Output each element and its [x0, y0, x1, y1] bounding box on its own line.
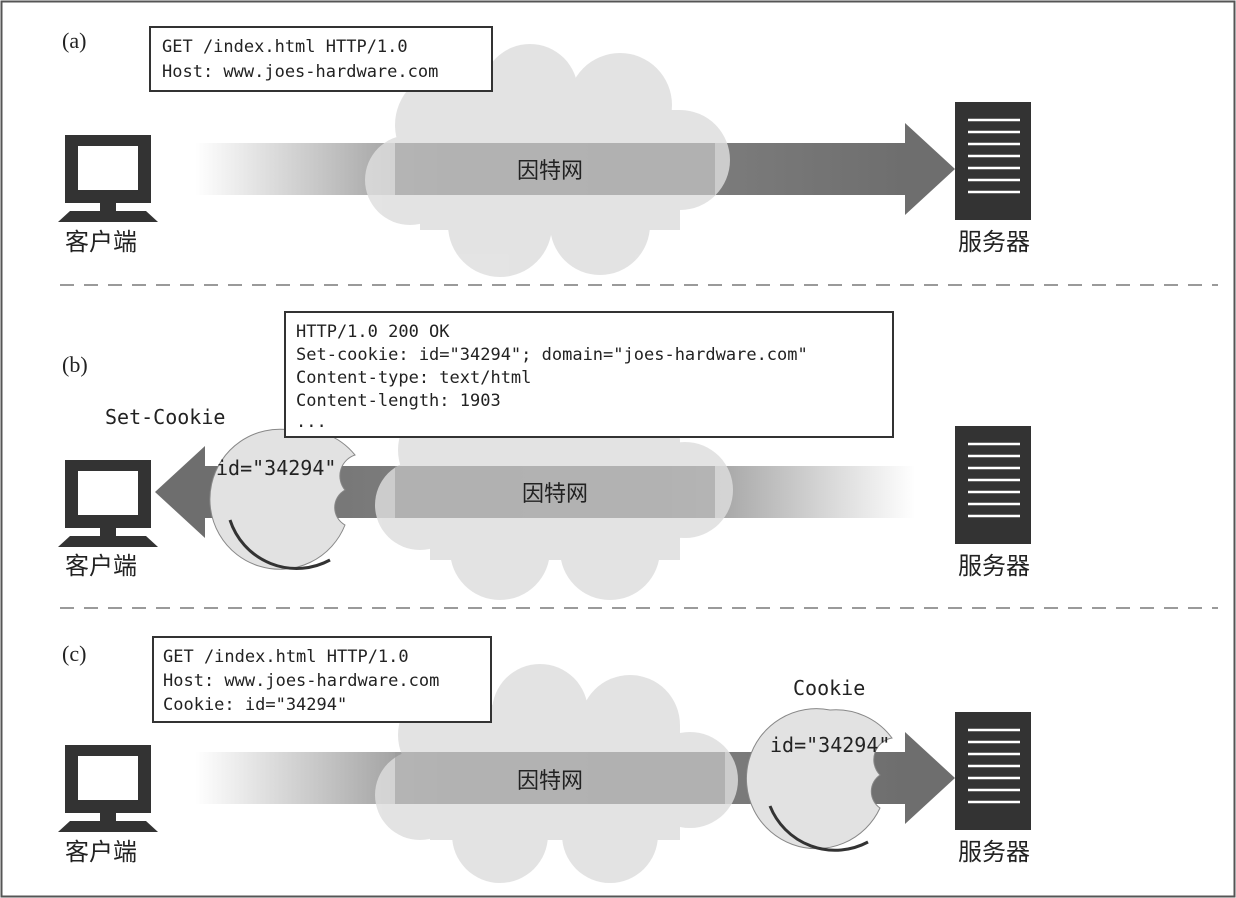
request-line-1: GET /index.html HTTP/1.0: [163, 647, 409, 667]
client-label: 客户端: [65, 228, 137, 256]
server-label: 服务器: [958, 228, 1030, 256]
server-label: 服务器: [958, 838, 1030, 866]
internet-label: 因特网: [517, 159, 583, 184]
internet-label: 因特网: [522, 482, 588, 507]
response-line-2: Set-cookie: id="34294"; domain="joes-har…: [296, 345, 808, 365]
client-computer-icon: [58, 745, 158, 832]
response-line-3: Content-type: text/html: [296, 368, 531, 388]
client-label: 客户端: [65, 838, 137, 866]
request-message-box: [152, 636, 492, 723]
cookie-icon: [745, 708, 893, 852]
client-computer-icon: [58, 135, 158, 222]
request-line-3: Cookie: id="34294": [163, 695, 347, 715]
client-computer-icon: [58, 460, 158, 547]
panel-label: (b): [62, 352, 88, 377]
response-line-5: ...: [296, 412, 327, 432]
panel-b: 因特网 Set-Cookie id="34294" 客户端: [58, 311, 1031, 600]
cookie-caption: Set-Cookie: [105, 405, 225, 429]
server-label: 服务器: [958, 552, 1030, 580]
server-icon: [955, 712, 1031, 830]
cookie-icon: [209, 428, 356, 570]
cookie-value: id="34294": [770, 733, 890, 757]
panel-c: 因特网 Cookie id="34294" 客户端: [58, 636, 1031, 883]
response-message-box: [284, 311, 894, 438]
response-line-1: HTTP/1.0 200 OK: [296, 322, 450, 342]
request-line-1: GET /index.html HTTP/1.0: [162, 37, 408, 57]
panel-label: (c): [62, 641, 86, 666]
panel-a: 因特网 客户端 服务器 (a) GET /index.ht: [58, 26, 1031, 277]
request-line-2: Host: www.joes-hardware.com: [162, 62, 438, 82]
request-line-2: Host: www.joes-hardware.com: [163, 671, 439, 691]
request-arrow-head: [905, 732, 955, 824]
server-icon: [955, 426, 1031, 544]
request-arrow-head: [905, 123, 955, 215]
server-icon: [955, 102, 1031, 220]
internet-label: 因特网: [517, 769, 583, 794]
client-label: 客户端: [65, 552, 137, 580]
cookie-caption: Cookie: [793, 676, 865, 700]
request-message-box: [149, 26, 493, 92]
panel-label: (a): [62, 28, 86, 53]
cookie-value: id="34294": [216, 456, 336, 480]
response-line-4: Content-length: 1903: [296, 391, 501, 411]
response-arrow-head: [155, 446, 205, 538]
